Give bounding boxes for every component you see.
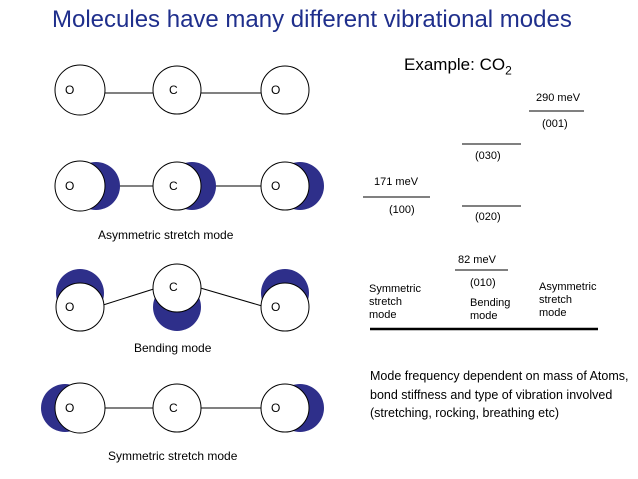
carbon-label: C (169, 401, 178, 415)
oxygen-label: O (65, 300, 74, 314)
oxygen-label: O (65, 179, 74, 193)
carbon-atom (152, 383, 202, 433)
oxygen-atom (54, 64, 106, 116)
level-010-label: (010) (470, 277, 496, 289)
molecule-ground: O C O (54, 64, 310, 116)
molecule-bending: O C O (55, 263, 310, 332)
example-prefix: Example: CO (404, 55, 506, 74)
carbon-atom (152, 263, 202, 313)
page-title: Molecules have many different vibrationa… (52, 6, 572, 33)
oxygen-atom (54, 382, 106, 434)
carbon-label: C (169, 179, 178, 193)
label-line: stretch (539, 294, 573, 306)
label-line: mode (369, 309, 397, 321)
label-line: mode (539, 307, 567, 319)
oxygen-atom (54, 160, 106, 212)
carbon-atom (152, 65, 202, 115)
molecule-symmetric: O C O (41, 382, 324, 434)
level-001-label: (001) (542, 118, 568, 130)
bending-column-label: Bending mode (470, 297, 510, 323)
energy-82-label: 82 meV (458, 254, 496, 266)
example-label: Example: CO2 (404, 55, 512, 77)
molecule-asymmetric: O C O (54, 160, 324, 212)
energy-level-lines (363, 110, 598, 331)
oxygen-atom (55, 282, 105, 332)
oxygen-atom (260, 282, 310, 332)
oxygen-atom (260, 65, 310, 115)
asymmetric-stretch-column-label: Asymmetric stretch mode (539, 281, 596, 320)
bending-mode-label: Bending mode (134, 341, 212, 355)
energy-290-label: 290 meV (536, 92, 581, 104)
energy-171-label: 171 meV (374, 176, 419, 188)
oxygen-atom (260, 383, 310, 433)
label-line: Symmetric (369, 283, 421, 295)
level-100-label: (100) (389, 204, 415, 216)
oxygen-label: O (65, 401, 74, 415)
label-line: mode (470, 310, 498, 322)
example-subscript: 2 (505, 63, 512, 78)
level-030-label: (030) (475, 150, 501, 162)
oxygen-label: O (271, 83, 280, 97)
symmetric-mode-label: Symmetric stretch mode (108, 449, 238, 463)
label-line: Bending (470, 297, 511, 309)
level-020-label: (020) (475, 211, 501, 223)
oxygen-label: O (271, 401, 280, 415)
carbon-atom (152, 161, 202, 211)
label-line: Asymmetric (539, 281, 597, 293)
oxygen-label: O (271, 300, 280, 314)
symmetric-stretch-column-label: Symmetric stretch mode (369, 283, 421, 322)
oxygen-label: O (65, 83, 74, 97)
oxygen-label: O (271, 179, 280, 193)
carbon-label: C (169, 280, 178, 294)
carbon-label: C (169, 83, 178, 97)
oxygen-atom (260, 161, 310, 211)
mode-frequency-note: Mode frequency dependent on mass of Atom… (370, 369, 629, 420)
asymmetric-mode-label: Asymmetric stretch mode (98, 228, 234, 242)
label-line: stretch (369, 296, 403, 308)
